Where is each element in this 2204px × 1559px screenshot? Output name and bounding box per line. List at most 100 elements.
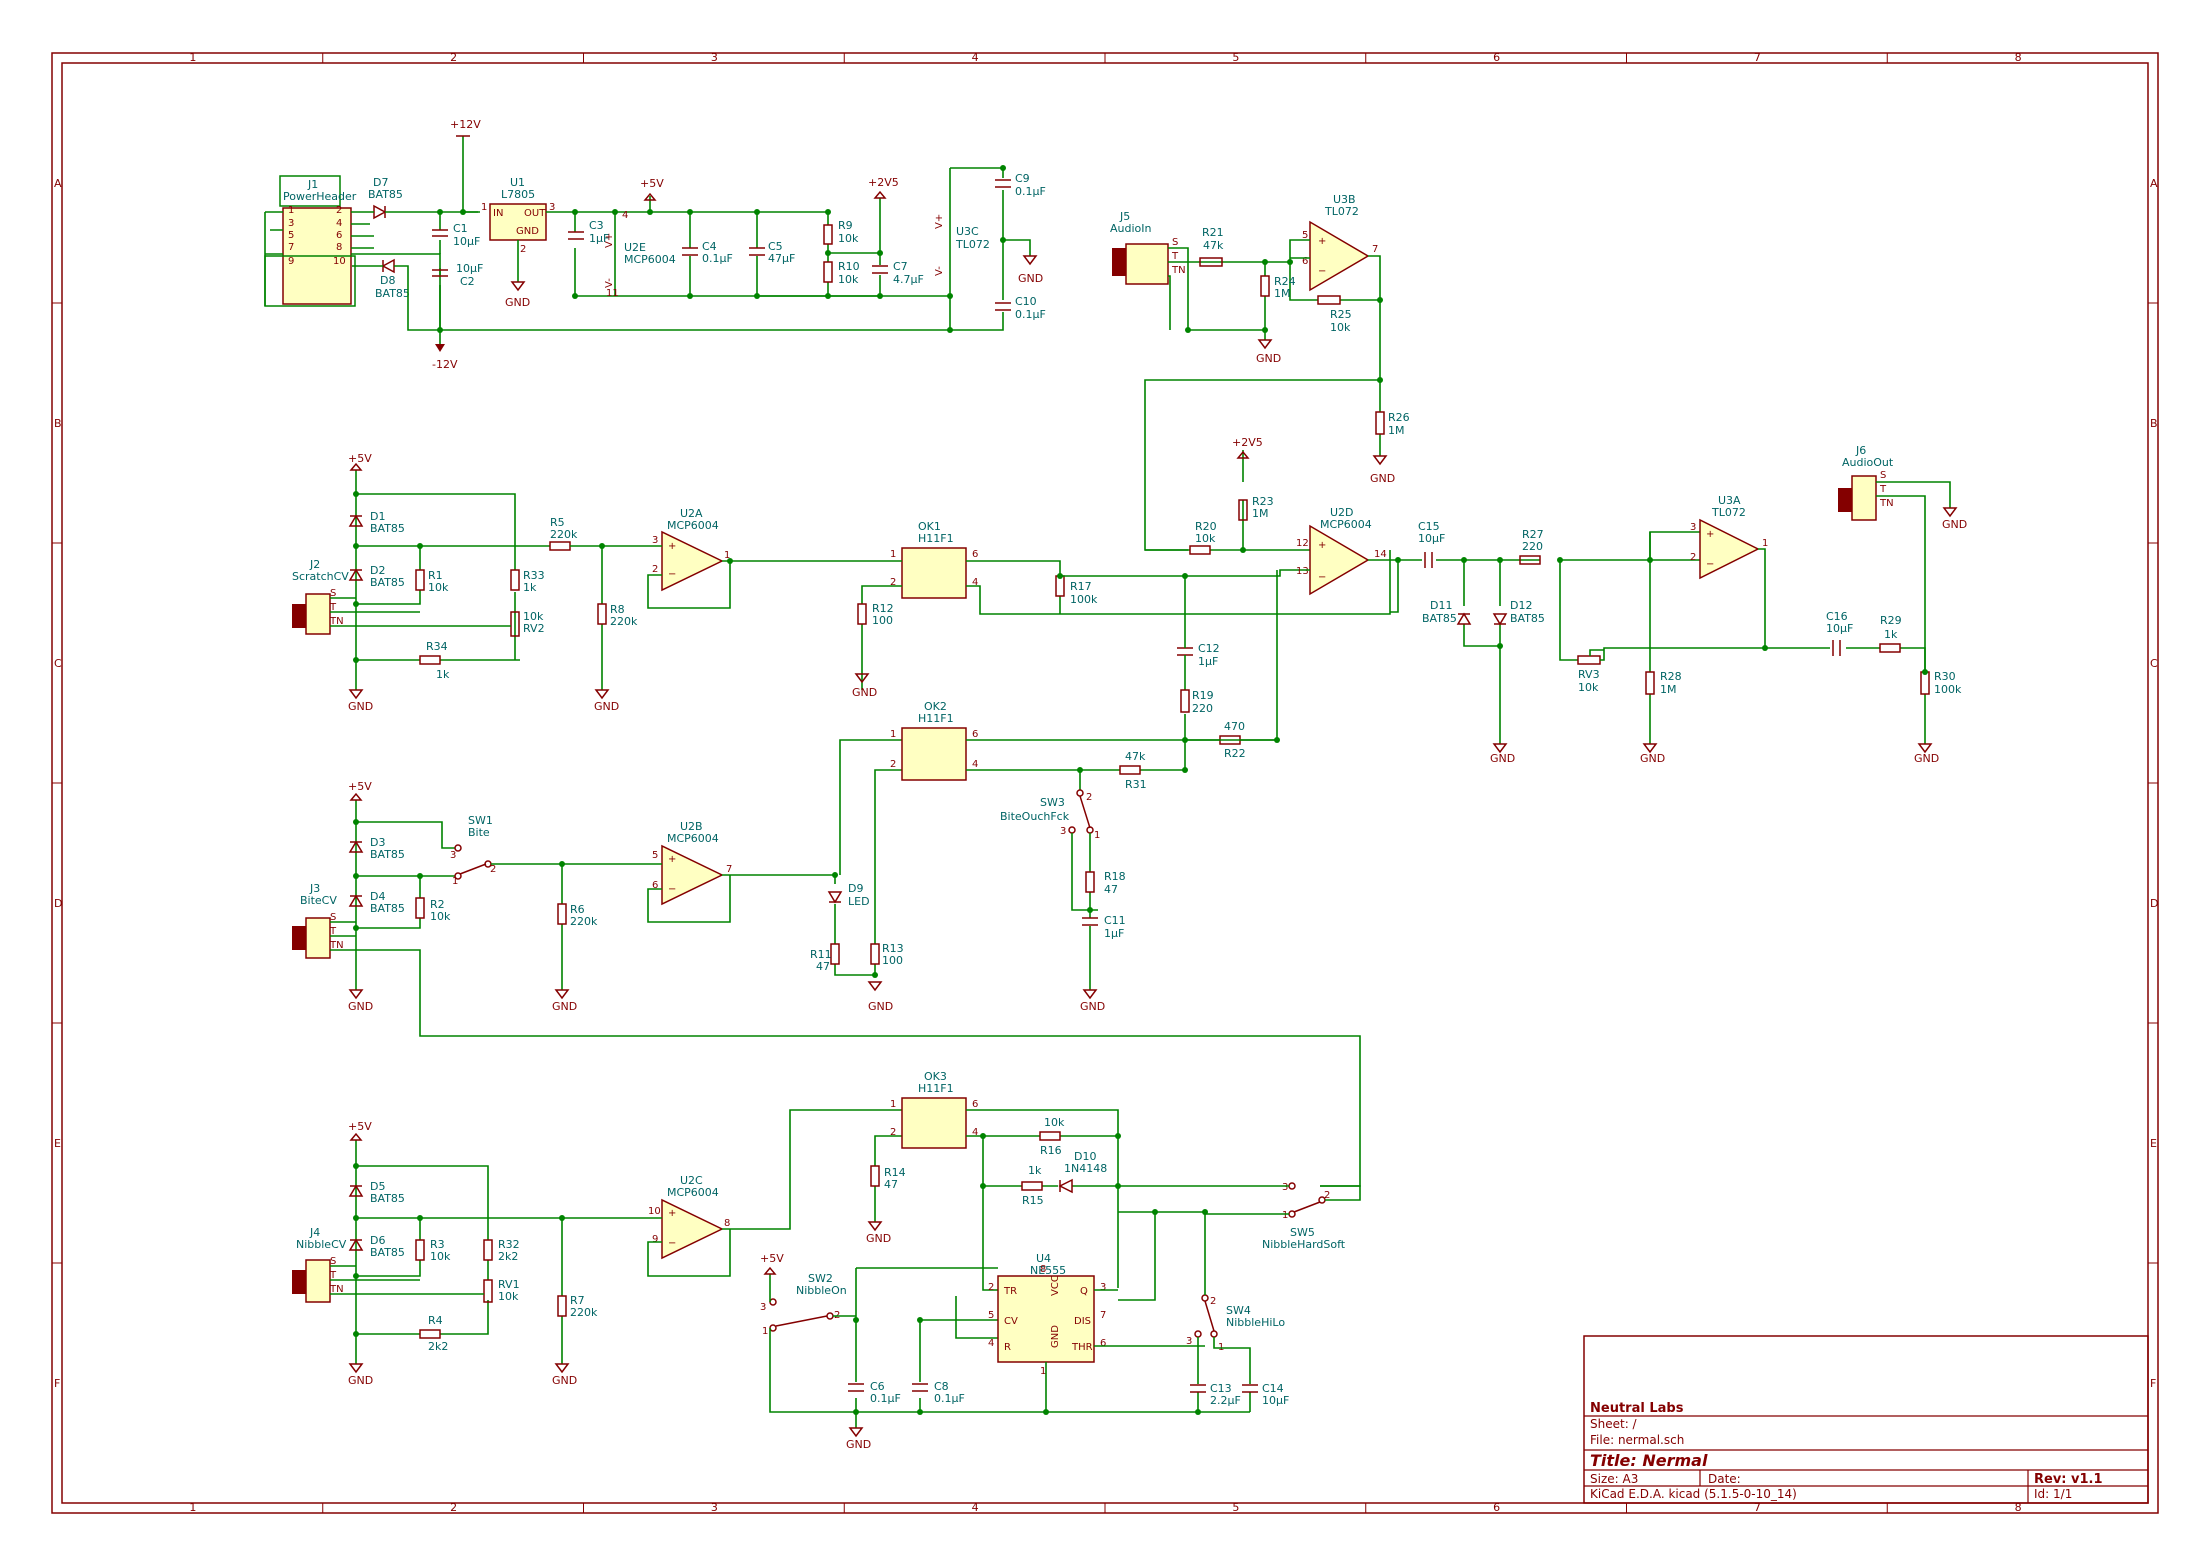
rv3-ref: RV3 bbox=[1578, 668, 1600, 681]
u2b-ref: U2B bbox=[680, 820, 703, 833]
d11-ref: D11 bbox=[1430, 599, 1452, 612]
r12-gnd-label: GND bbox=[852, 686, 877, 699]
junction-dot bbox=[825, 293, 831, 299]
u2e-vminus: V- bbox=[604, 278, 615, 288]
c10-value: 0.1µF bbox=[1015, 308, 1046, 321]
j1-pin9: 9 bbox=[288, 256, 294, 267]
sw5-pin3: 3 bbox=[1282, 1182, 1288, 1193]
sw2-value: NibbleOn bbox=[796, 1284, 847, 1297]
ok2-pin2: 2 bbox=[890, 759, 896, 770]
junction-dot bbox=[947, 327, 953, 333]
u3c-vplus: V+ bbox=[934, 214, 945, 229]
nibble-gnd-label: GND bbox=[348, 1374, 373, 1387]
sw1-pin2: 2 bbox=[490, 864, 496, 875]
junction-dot bbox=[417, 1215, 423, 1221]
rv1-potentiometer bbox=[483, 1279, 493, 1303]
j2-value: ScratchCV bbox=[292, 570, 349, 583]
d2-ref: D2 bbox=[370, 564, 385, 577]
d3-ref: D3 bbox=[370, 836, 385, 849]
plus5v-sw2-label: +5V bbox=[760, 1252, 784, 1265]
r3-ref: R3 bbox=[430, 1238, 445, 1251]
sw5-value: NibbleHardSoft bbox=[1262, 1238, 1346, 1251]
r6-ref: R6 bbox=[570, 903, 585, 916]
c13-value: 2.2µF bbox=[1210, 1394, 1241, 1407]
nibble-section: +5V D5 BAT85 D6 BAT85 R3 10k R32 2k2 RV1… bbox=[292, 1070, 1361, 1451]
r13-gnd-label: GND bbox=[868, 1000, 893, 1013]
r32-ref: R32 bbox=[498, 1238, 520, 1251]
ok3-value: H11F1 bbox=[918, 1082, 954, 1095]
sw5-pin1: 1 bbox=[1282, 1210, 1288, 1221]
d8-ref: D8 bbox=[380, 274, 395, 287]
ok1-pin2: 2 bbox=[890, 577, 896, 588]
plus2v5-top-label: +2V5 bbox=[868, 176, 899, 189]
junction-dot bbox=[437, 327, 443, 333]
u3a-pin1: 1 bbox=[1762, 538, 1768, 549]
c15-value: 10µF bbox=[1418, 532, 1445, 545]
plus2v5-u2d-label: +2V5 bbox=[1232, 436, 1263, 449]
sw1-value: Bite bbox=[468, 826, 490, 839]
sw3-value: BiteOuchFck bbox=[1000, 810, 1070, 823]
u3c-value: TL072 bbox=[955, 238, 990, 251]
svg-text:+: + bbox=[668, 541, 676, 552]
sw5-ref: SW5 bbox=[1290, 1226, 1315, 1239]
d10-value: 1N4148 bbox=[1064, 1162, 1107, 1175]
c9-value: 0.1µF bbox=[1015, 185, 1046, 198]
d10-diode bbox=[1058, 1178, 1073, 1194]
d1-ref: D1 bbox=[370, 510, 385, 523]
j4-nibble-cv-jack bbox=[305, 1259, 331, 1303]
c9-ref: C9 bbox=[1015, 172, 1030, 185]
j1-value: PowerHeader bbox=[283, 190, 357, 203]
frame-row-label-left: B bbox=[54, 417, 62, 430]
r7-value: 220k bbox=[570, 1306, 598, 1319]
j5-value: AudioIn bbox=[1110, 222, 1152, 235]
frame-col-label-bottom: 2 bbox=[450, 1501, 457, 1514]
c2-value: 10µF bbox=[456, 262, 483, 275]
junction-dot bbox=[353, 819, 359, 825]
j4-ref: J4 bbox=[309, 1226, 320, 1239]
r9-ref: R9 bbox=[838, 219, 853, 232]
junction-dot bbox=[1461, 557, 1467, 563]
frame-row-label-right: F bbox=[2150, 1377, 2156, 1390]
junction-dot bbox=[647, 209, 653, 215]
j1-pin8: 8 bbox=[336, 242, 342, 253]
r29-value: 1k bbox=[1884, 628, 1898, 641]
junction-dot bbox=[353, 657, 359, 663]
audio-in-section: J5 AudioIn S T TN R21 47k +− U3B TL072 5… bbox=[1110, 193, 1410, 551]
r29-ref: R29 bbox=[1880, 614, 1902, 627]
junction-dot bbox=[353, 1215, 359, 1221]
frame-col-label-top: 3 bbox=[711, 51, 718, 64]
r9-value: 10k bbox=[838, 232, 859, 245]
u4-gnd-pin: GND bbox=[1050, 1325, 1061, 1348]
tb-sheet: Sheet: / bbox=[1590, 1417, 1638, 1431]
ok1-pin1: 1 bbox=[890, 549, 896, 560]
junction-dot bbox=[1195, 1409, 1201, 1415]
svg-text:−: − bbox=[668, 569, 676, 580]
r27-ref: R27 bbox=[1522, 528, 1544, 541]
d8-value: BAT85 bbox=[375, 287, 410, 300]
d6-ref: D6 bbox=[370, 1234, 385, 1247]
frame-col-label-top: 2 bbox=[450, 51, 457, 64]
d10-ref: D10 bbox=[1074, 1150, 1096, 1163]
u2d-ref: U2D bbox=[1330, 506, 1354, 519]
ok2-pin1: 1 bbox=[890, 729, 896, 740]
r28-gnd-label: GND bbox=[1640, 752, 1665, 765]
c5-value: 47µF bbox=[768, 252, 795, 265]
junction-dot bbox=[417, 873, 423, 879]
svg-text:−: − bbox=[1318, 266, 1326, 277]
ok2-pin6: 6 bbox=[972, 729, 978, 740]
sw4-ref: SW4 bbox=[1226, 1304, 1251, 1317]
junction-dot bbox=[917, 1409, 923, 1415]
u2e-ref: U2E bbox=[624, 241, 646, 254]
c11-gnd-label: GND bbox=[1080, 1000, 1105, 1013]
u2c-pin8: 8 bbox=[724, 1218, 730, 1229]
tb-date: Date: bbox=[1708, 1472, 1741, 1486]
rv2-value: 10k bbox=[523, 610, 544, 623]
r24-value: 1M bbox=[1274, 287, 1291, 300]
u2a-pin2: 2 bbox=[652, 564, 658, 575]
c9-gnd-label: GND bbox=[1018, 272, 1043, 285]
ok1-pin4: 4 bbox=[972, 577, 978, 588]
u3b-pin7: 7 bbox=[1372, 244, 1378, 255]
junction-dot bbox=[1497, 557, 1503, 563]
